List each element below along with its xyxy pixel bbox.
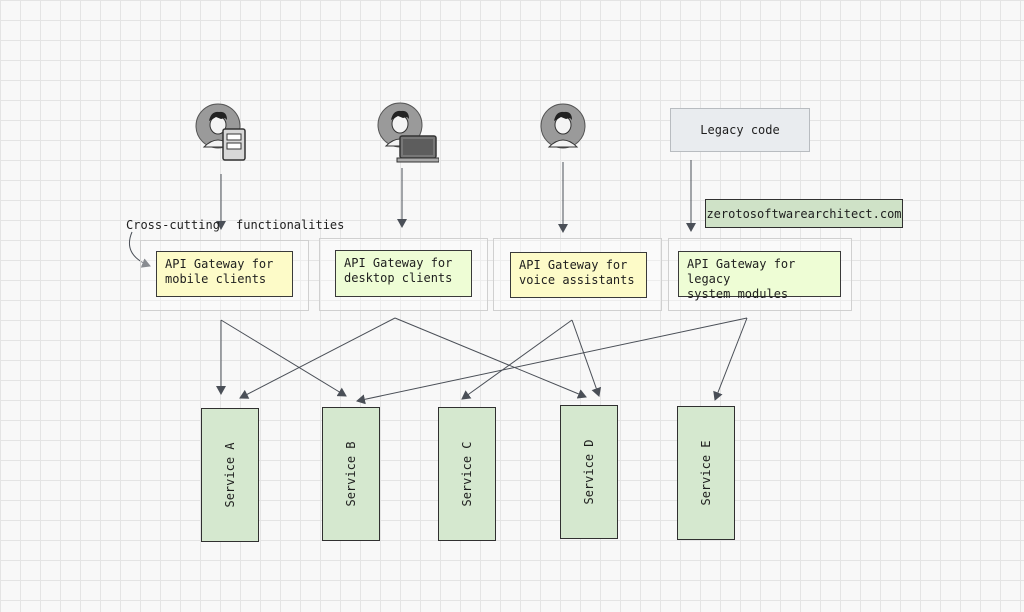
arrow-mobile-gateway-to-service-b [220, 319, 347, 397]
crosscut-label: Cross-cutting [126, 218, 220, 232]
service-e-label: Service E [699, 440, 713, 506]
person-icon [540, 103, 586, 149]
crosscut-label-second-wrap: functionalities [236, 218, 344, 232]
crosscut-label-first: Cross-cutting [126, 218, 220, 232]
legacy-code-box: Legacy code [670, 108, 810, 152]
service-d: Service D [560, 405, 618, 539]
service-b-label: Service B [344, 441, 358, 507]
gateway-voice: API Gateway for voice assistants [510, 252, 647, 298]
crosscut-label-second: functionalities [236, 218, 345, 232]
website-badge: zerotosoftwarearchitect.com [705, 199, 903, 228]
arrow-legacy-gateway-to-service-b [356, 317, 748, 405]
arrow-legacy-gateway-to-service-e [713, 317, 748, 401]
website-label: zerotosoftwarearchitect.com [706, 206, 902, 221]
service-b: Service B [322, 407, 380, 541]
person-with-tablet-icon [195, 103, 246, 161]
legacy-code-label: Legacy code [700, 123, 780, 137]
arrow-voice-gateway-to-service-d [571, 319, 602, 397]
crosscut-pointer [128, 231, 151, 268]
gateway-mobile: API Gateway for mobile clients [156, 251, 293, 297]
service-c-label: Service C [460, 441, 474, 507]
service-a-label: Service A [223, 442, 237, 508]
arrow-voice-gateway-to-service-c [461, 319, 573, 400]
service-a: Service A [201, 408, 259, 542]
gateway-legacy: API Gateway for legacy system modules [678, 251, 841, 301]
service-c: Service C [438, 407, 496, 541]
arrow-desktop-gateway-to-service-a [239, 317, 396, 399]
arrow-desktop-gateway-to-service-d [394, 317, 587, 399]
service-e: Service E [677, 406, 735, 540]
person-with-laptop-icon [377, 102, 440, 163]
service-d-label: Service D [582, 439, 596, 505]
gateway-desktop: API Gateway for desktop clients [335, 250, 472, 297]
